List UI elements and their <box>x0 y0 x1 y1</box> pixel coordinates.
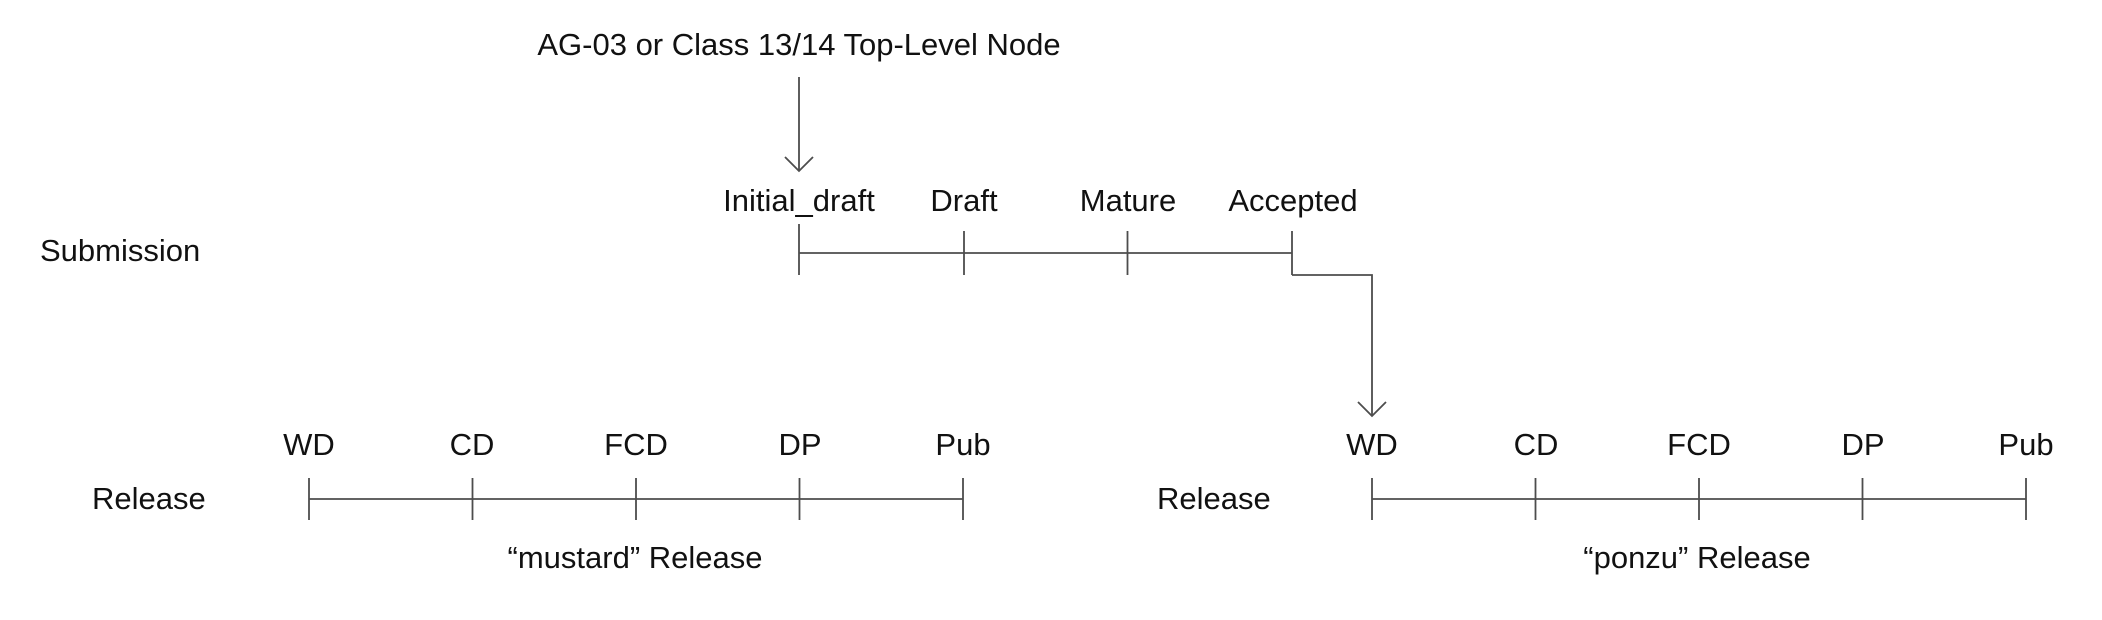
submission-row-label: Submission <box>40 233 201 268</box>
release-right-stage-dp: DP <box>1841 427 1885 462</box>
release-left-stage-cd: CD <box>449 427 495 462</box>
release-left-stage-dp: DP <box>778 427 822 462</box>
release-right-stage-pub: Pub <box>1998 427 2054 462</box>
release-right-stage-wd: WD <box>1346 427 1398 462</box>
release-right-stage-cd: CD <box>1513 427 1559 462</box>
submission-stage-mature: Mature <box>1079 183 1177 218</box>
top-node-label: AG-03 or Class 13/14 Top-Level Node <box>537 27 1061 62</box>
elbow-down-arrow-icon <box>1292 274 1387 418</box>
release-right-caption: “ponzu” Release <box>1583 540 1811 575</box>
release-left-timeline <box>308 478 964 520</box>
down-arrow-icon <box>784 77 814 173</box>
release-left-stage-pub: Pub <box>935 427 991 462</box>
submission-stage-draft: Draft <box>930 183 998 218</box>
release-right-row-label: Release <box>1157 481 1271 516</box>
release-left-stage-wd: WD <box>283 427 335 462</box>
release-right-stage-fcd: FCD <box>1667 427 1731 462</box>
submission-stage-accepted: Accepted <box>1228 183 1358 218</box>
submission-timeline <box>798 224 1293 275</box>
release-left-caption: “mustard” Release <box>507 540 763 575</box>
submission-stage-initial-draft: Initial_draft <box>723 183 875 218</box>
release-left-stage-fcd: FCD <box>604 427 668 462</box>
release-right-timeline <box>1371 478 2027 520</box>
release-left-row-label: Release <box>92 481 206 516</box>
